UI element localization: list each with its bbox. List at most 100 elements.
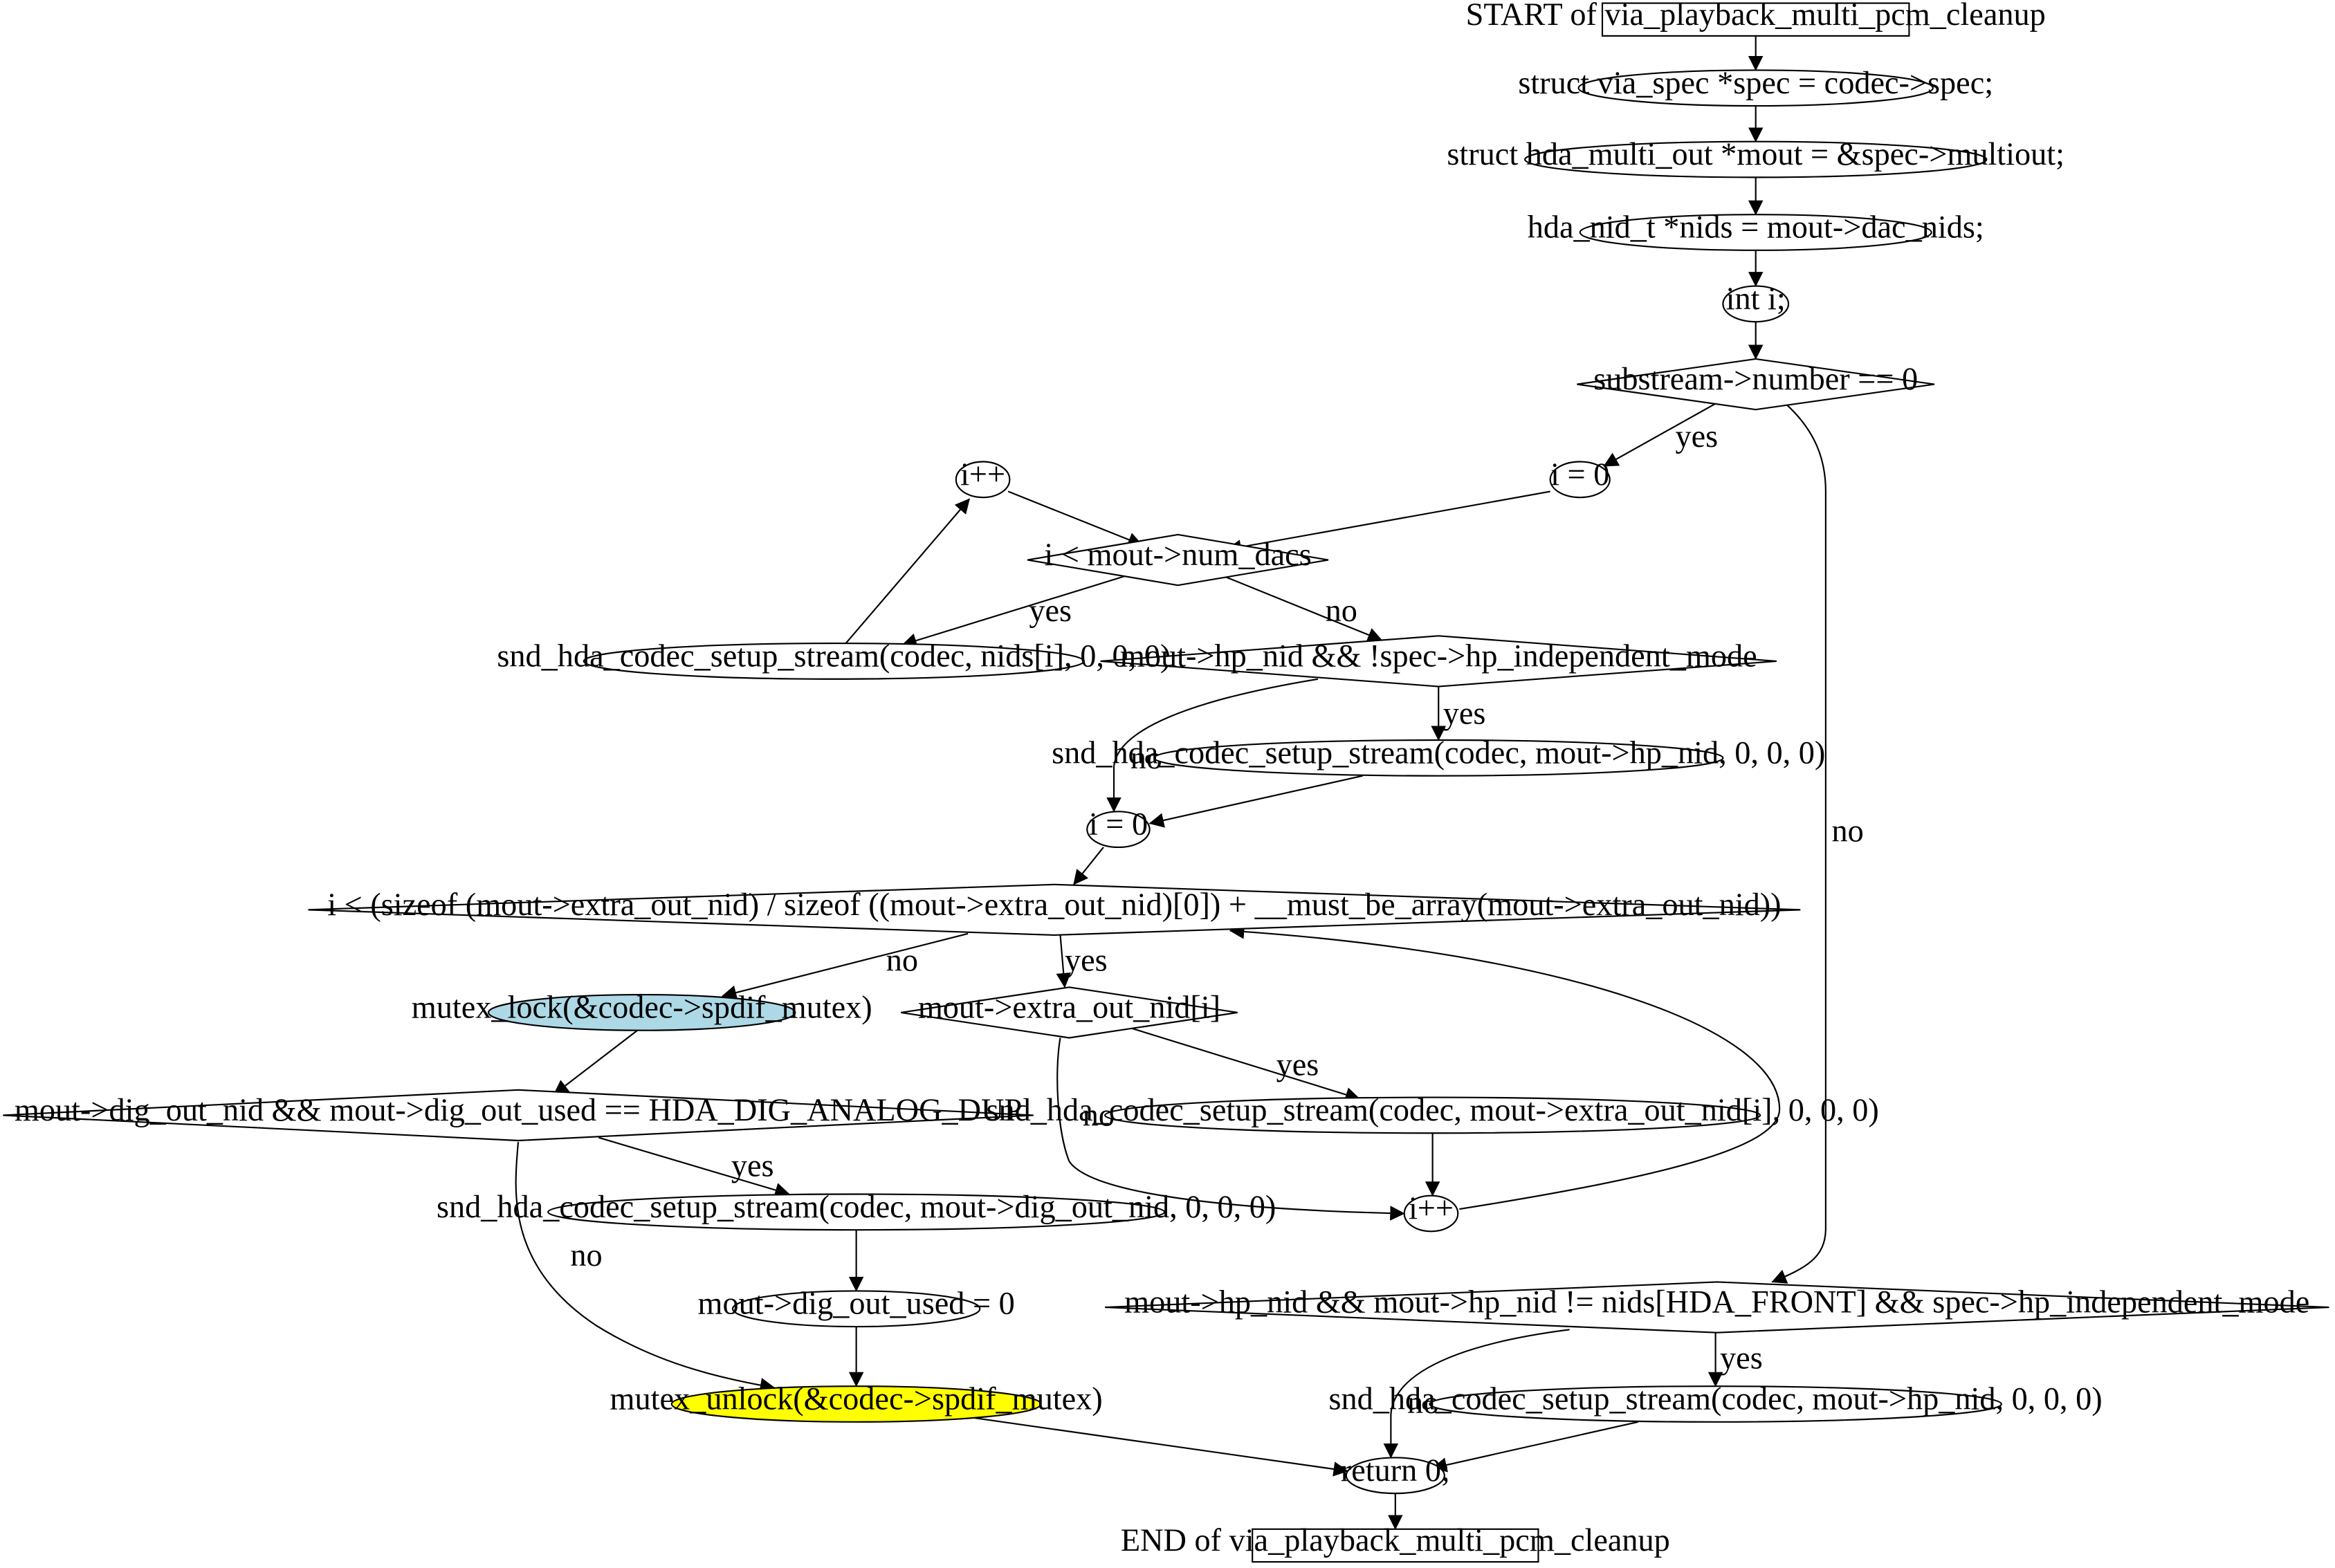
edge-label-no: no [886, 943, 918, 979]
n_setupHp1-ellipse-shape [1153, 739, 1724, 777]
edge-d_sub-to-n_i0a [1603, 403, 1716, 467]
n_nids-label: hda_nid_t *nids = mout->dac_nids; [1528, 210, 1984, 246]
node-n_digused: mout->dig_out_used = 0 [698, 1286, 1015, 1328]
d_sub-decision-shape [1577, 358, 1935, 411]
node-n_return: return 0; [1341, 1453, 1450, 1495]
n_inti-label: int i; [1726, 282, 1786, 317]
edge-n_setupHp2-to-n_return [1431, 1421, 1638, 1473]
n_incA-ellipse-shape [955, 461, 1011, 499]
d_dacs-decision-shape [1027, 533, 1329, 587]
edge-label-yes: yes [731, 1149, 774, 1184]
n_setupHp1-label: snd_hda_codec_setup_stream(codec, mout->… [1052, 735, 1825, 771]
node-d_hp1: mout->hp_nid && !spec->hp_independent_mo… [1100, 635, 1777, 688]
node-n_lock: mutex_lock(&codec->spdif_mutex) [412, 990, 872, 1031]
edge-label-yes: yes [1675, 419, 1718, 454]
n_inti-ellipse-shape [1722, 285, 1790, 323]
node-d_dig: mout->dig_out_nid && mout->dig_out_used … [3, 1089, 1034, 1142]
node-d_dacs: i < mout->num_dacs [1027, 533, 1329, 587]
node-n_incA: i++ [955, 457, 1011, 499]
node-n_setupHp2: snd_hda_codec_setup_stream(codec, mout->… [1328, 1382, 2103, 1423]
edge-n_i0a-to-d_dacs [1226, 490, 1550, 555]
end-box-shape [1252, 1528, 1539, 1563]
edge-n_unlock-to-n_return [971, 1417, 1349, 1477]
n_setupHp2-ellipse-shape [1429, 1385, 2002, 1423]
edge-d_hp2-to-n_return [1383, 1329, 1570, 1459]
n_spec-ellipse-shape [1577, 69, 1934, 107]
node-n_setupA: snd_hda_codec_setup_stream(codec, nids[i… [497, 638, 1171, 680]
d_hp1-decision-shape [1100, 635, 1777, 688]
edge-label-yes: yes [1720, 1340, 1763, 1376]
n_i0a-label: i = 0 [1550, 457, 1609, 492]
n_i0b-label: i = 0 [1089, 807, 1148, 842]
n_incB-ellipse-shape [1403, 1195, 1459, 1233]
n_digused-label: mout->dig_out_used = 0 [698, 1286, 1015, 1322]
n_nids-ellipse-shape [1579, 214, 1932, 251]
edge-d_sub-to-d_hp2 [1771, 403, 1826, 1284]
node-n_setupHp1: snd_hda_codec_setup_stream(codec, mout->… [1052, 735, 1825, 777]
edge-d_dacs-to-d_hp1 [1223, 575, 1383, 643]
edge-label-yes: yes [1029, 593, 1072, 629]
n_lock-ellipse-shape [487, 993, 796, 1031]
edge-d_dig-to-n_setupDig [598, 1136, 790, 1197]
d_extranid-label: mout->extra_out_nid[i] [918, 990, 1220, 1025]
d_dig-decision-shape [3, 1089, 1034, 1142]
node-n_i0b: i = 0 [1086, 807, 1151, 849]
n_spec-label: struct via_spec *spec = codec->spec; [1518, 66, 1993, 101]
edge-d_extranid-to-n_setupExtra [1128, 1026, 1361, 1102]
n_i0a-ellipse-shape [1549, 461, 1611, 499]
d_sub-label: substream->number == 0 [1593, 362, 1918, 397]
n_incA-label: i++ [960, 457, 1005, 492]
d_extranid-decision-shape [901, 986, 1238, 1039]
edge-n_i0b-to-d_extra [1073, 847, 1104, 885]
n_return-label: return 0; [1341, 1453, 1450, 1488]
edge-d_extra-to-d_extranid [1056, 934, 1071, 988]
node-end: END of via_playback_multi_pcm_cleanup [1121, 1523, 1670, 1563]
n_incB-label: i++ [1409, 1191, 1454, 1226]
node-n_setupDig: snd_hda_codec_setup_stream(codec, mout->… [437, 1190, 1276, 1231]
node-n_inti: int i; [1722, 282, 1790, 323]
edge-n_incA-to-d_dacs [1007, 490, 1143, 547]
edge-d_hp1-to-n_i0b [1106, 678, 1319, 813]
node-n_incB: i++ [1403, 1191, 1459, 1233]
n_lock-label: mutex_lock(&codec->spdif_mutex) [412, 990, 872, 1025]
edge-d_extranid-to-n_incB [1056, 1037, 1405, 1221]
d_dacs-label: i < mout->num_dacs [1044, 537, 1311, 573]
node-d_sub: substream->number == 0 [1577, 358, 1935, 411]
edge-n_incB-to-d_extra [1229, 924, 1781, 1210]
d_hp2-decision-shape [1105, 1281, 2329, 1334]
n_unlock-ellipse-shape [670, 1385, 1042, 1423]
edge-n_setupHp1-to-n_i0b [1148, 775, 1363, 828]
node-d_extra: i < (sizeof (mout->extra_out_nid) / size… [308, 883, 1801, 937]
edge-n_setupA-to-n_incA [845, 498, 971, 644]
n_setupDig-label: snd_hda_codec_setup_stream(codec, mout->… [437, 1190, 1276, 1225]
n_mout-ellipse-shape [1524, 140, 1988, 178]
edge-d_dig-to-n_unlock [515, 1142, 776, 1393]
edge-d_extra-to-n_lock [721, 932, 969, 1000]
node-start: START of via_playback_multi_pcm_cleanup [1466, 0, 2046, 37]
edge-label-no: no [570, 1238, 602, 1273]
start-label: START of via_playback_multi_pcm_cleanup [1466, 0, 2046, 33]
edge-label-no: no [1326, 593, 1357, 629]
edge-d_dacs-to-n_setupA [901, 575, 1125, 648]
end-label: END of via_playback_multi_pcm_cleanup [1121, 1523, 1670, 1558]
node-d_extranid: mout->extra_out_nid[i] [901, 986, 1238, 1039]
n_setupA-ellipse-shape [583, 643, 1086, 680]
start-box-shape [1601, 2, 1910, 37]
nodes-layer: START of via_playback_multi_pcm_cleanups… [3, 0, 2329, 1563]
edge-n_lock-to-d_dig [553, 1029, 638, 1096]
d_extra-decision-shape [308, 883, 1801, 937]
n_setupA-label: snd_hda_codec_setup_stream(codec, nids[i… [497, 638, 1171, 674]
node-d_hp2: mout->hp_nid && mout->hp_nid != nids[HDA… [1105, 1281, 2329, 1334]
n_setupExtra-label: snd_hda_codec_setup_stream(codec, mout->… [986, 1093, 1878, 1128]
node-n_unlock: mutex_unlock(&codec->spdif_mutex) [610, 1382, 1103, 1423]
edge-label-yes: yes [1276, 1047, 1319, 1082]
edge-label-yes: yes [1065, 943, 1108, 979]
node-n_mout: struct hda_multi_out *mout = &spec->mult… [1447, 137, 2064, 178]
d_hp2-label: mout->hp_nid && mout->hp_nid != nids[HDA… [1124, 1285, 2309, 1320]
n_mout-label: struct hda_multi_out *mout = &spec->mult… [1447, 137, 2064, 172]
node-n_i0a: i = 0 [1549, 457, 1611, 499]
n_setupDig-ellipse-shape [547, 1193, 1166, 1231]
d_hp1-label: mout->hp_nid && !spec->hp_independent_mo… [1120, 638, 1757, 674]
n_unlock-label: mutex_unlock(&codec->spdif_mutex) [610, 1382, 1103, 1417]
